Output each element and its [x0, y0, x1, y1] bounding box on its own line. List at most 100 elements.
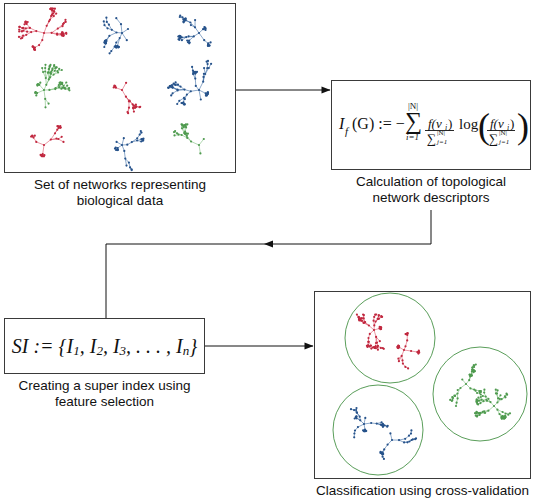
tree-node: [195, 85, 197, 87]
tree-node: [132, 107, 134, 109]
tree-edge: [176, 82, 178, 84]
tree-edge: [473, 371, 475, 372]
tree-node: [387, 444, 389, 446]
tree-node: [203, 67, 205, 69]
tree-edge: [58, 26, 63, 28]
tree-edge: [362, 318, 365, 322]
formula-subscript: 1: [73, 343, 80, 359]
tree-edge: [25, 22, 27, 24]
tree-edge: [496, 393, 498, 398]
tree-node: [64, 87, 66, 89]
tree-node: [205, 27, 207, 29]
tree-node: [198, 144, 200, 146]
tree-node: [129, 166, 131, 168]
tree-node: [115, 31, 117, 33]
tree-edge: [30, 28, 36, 31]
tree-node: [502, 411, 504, 413]
tree-edge: [377, 424, 382, 426]
tree-node: [48, 68, 50, 70]
tree-edge: [407, 333, 408, 335]
formula-symbol: ∑: [405, 109, 422, 133]
tree-node: [204, 29, 206, 31]
tree-edge: [46, 73, 48, 78]
tree-edge: [61, 34, 63, 35]
tree-edge: [180, 37, 182, 38]
tree-edge: [51, 13, 53, 16]
tree-node: [373, 316, 375, 318]
tree-edge: [497, 410, 502, 412]
tree-edge: [500, 414, 505, 416]
tree-edge: [359, 319, 361, 321]
tree-node: [48, 89, 50, 91]
tree-node: [203, 73, 205, 75]
tree-node: [366, 346, 368, 348]
tree-edge: [37, 84, 39, 85]
tree-node: [479, 391, 481, 393]
formula-symbol: , I: [103, 335, 120, 358]
network-illustration: [18, 7, 212, 171]
tree-edge: [175, 134, 179, 136]
tree-node: [179, 35, 181, 37]
tree-node: [57, 28, 59, 30]
tree-edge: [189, 41, 191, 43]
tree-node: [179, 36, 181, 38]
tree-node: [174, 130, 176, 132]
tree-edge: [26, 27, 30, 29]
tree-edge: [189, 36, 194, 37]
tree-node: [63, 35, 65, 37]
tree-node: [18, 26, 20, 28]
tree-node: [55, 137, 57, 139]
tree-edge: [354, 434, 355, 438]
tree-node: [471, 369, 473, 371]
tree-node: [61, 69, 63, 71]
arrow-head: [264, 240, 273, 247]
tree-node: [193, 35, 195, 37]
tree-edge: [374, 315, 376, 317]
tree-edge: [477, 401, 478, 403]
tree-node: [114, 46, 116, 48]
tree-node: [56, 129, 58, 131]
tree-node: [60, 126, 62, 128]
tree-edge: [351, 409, 354, 411]
tree-node: [63, 85, 65, 87]
tree-node: [36, 85, 38, 87]
tree-edge: [359, 319, 360, 320]
tree-edge: [54, 71, 58, 75]
tree-edge: [477, 400, 478, 401]
tree-node: [184, 18, 186, 20]
tree-node: [170, 94, 172, 96]
tree-edge: [42, 33, 44, 40]
tree-edge: [471, 370, 473, 375]
tree-node: [192, 72, 194, 74]
tree-edge: [31, 31, 36, 33]
tree-edge: [127, 142, 132, 145]
tree-node: [474, 412, 476, 414]
tree-node: [126, 144, 128, 146]
tree-edge: [403, 364, 406, 367]
tree-node: [504, 416, 506, 418]
tree-edge: [369, 334, 370, 338]
tree-edge: [475, 413, 479, 414]
tree-node: [179, 36, 181, 38]
tree-edge: [206, 93, 207, 95]
tree-node: [142, 138, 144, 140]
tree-edge: [51, 69, 52, 74]
tree-edge: [477, 413, 479, 415]
tree-node: [181, 124, 183, 126]
tree-node: [374, 347, 376, 349]
tree-edge: [398, 346, 400, 347]
tree-node: [410, 429, 412, 431]
tree-node: [173, 134, 175, 136]
tree-edge: [417, 351, 419, 352]
tree-edge: [501, 417, 502, 418]
tree-edge: [57, 70, 61, 71]
tree-edge: [457, 394, 458, 399]
tree-edge: [365, 323, 369, 326]
tree-edge: [355, 417, 357, 418]
tree-edge: [65, 89, 69, 91]
tree-node: [455, 405, 457, 407]
tree-edge: [470, 375, 471, 376]
tree-node: [135, 106, 137, 108]
tree-node: [113, 86, 115, 88]
